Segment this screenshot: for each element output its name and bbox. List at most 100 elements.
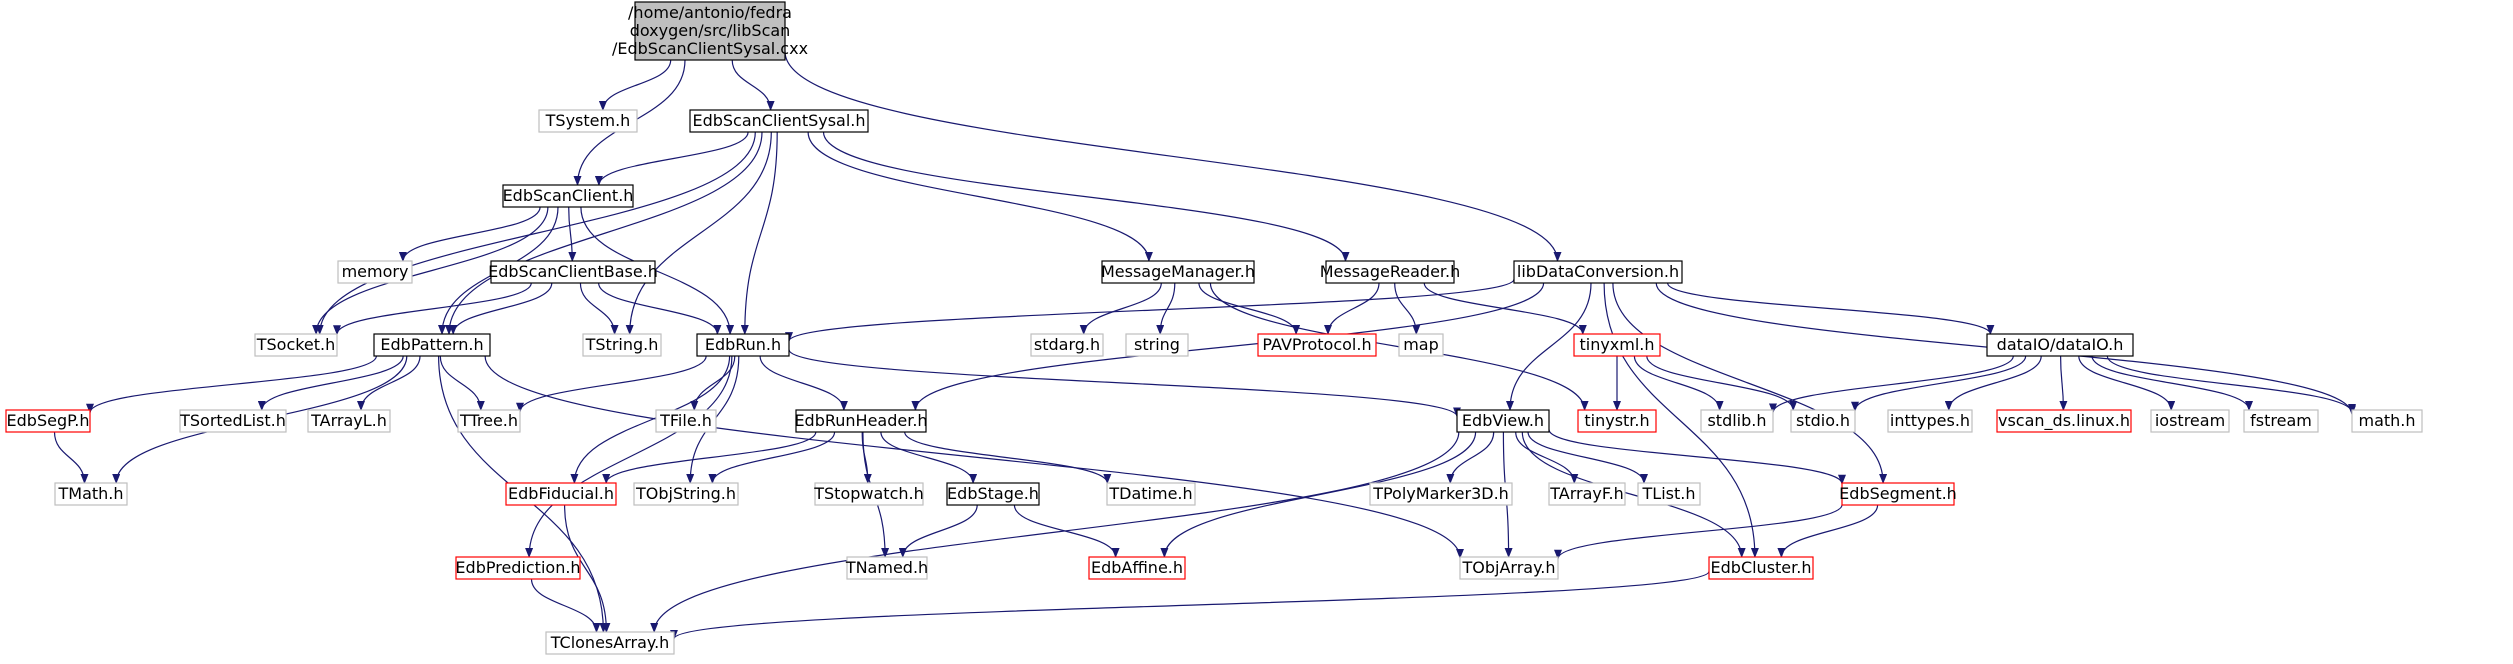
node-libDataConversion[interactable]: libDataConversion.h: [1513, 260, 1683, 284]
node-label-TSystem: TSystem.h: [545, 111, 631, 130]
edge-EdbScanClientSysal-to-EdbPattern: [445, 131, 763, 335]
edge-libDataConversion-to-EdbRun: [785, 278, 1515, 343]
node-EdbRun[interactable]: EdbRun.h: [696, 333, 790, 357]
node-root[interactable]: /home/antonio/fedradoxygen/src/libScan/E…: [612, 1, 808, 61]
node-box-TFile: [655, 409, 717, 433]
edge-EdbCluster-to-TClonesArray: [670, 570, 1710, 640]
node-label-EdbRunHeader: EdbRunHeader.h: [794, 411, 927, 430]
edge-EdbRunHeader-to-EdbFiducial: [602, 431, 817, 484]
node-PAVProtocol[interactable]: PAVProtocol.h: [1257, 333, 1377, 357]
node-EdbScanClient[interactable]: EdbScanClient.h: [502, 184, 634, 208]
edge-EdbPattern-to-TSortedList: [257, 355, 404, 411]
node-stdio: stdio.h: [1790, 409, 1856, 433]
edge-EdbRun-to-TTree: [516, 355, 707, 413]
node-label-stdio: stdio.h: [1796, 411, 1850, 430]
node-tinystr[interactable]: tinystr.h: [1577, 409, 1657, 433]
node-box-TArrayL: [307, 409, 391, 433]
node-box-EdbFiducial: [505, 482, 617, 506]
edge-EdbPattern-to-TTree: [439, 355, 485, 411]
edge-EdbFiducial-to-TClonesArray: [564, 504, 611, 633]
node-MessageReader[interactable]: MessageReader.h: [1320, 260, 1461, 284]
node-EdbAffine[interactable]: EdbAffine.h: [1088, 556, 1186, 580]
node-iostream: iostream: [2150, 409, 2230, 433]
edge-tinyxml-to-stdlib: [1633, 355, 1724, 411]
node-label-TClonesArray: TClonesArray.h: [550, 633, 670, 652]
node-box-EdbPattern: [373, 333, 491, 357]
node-box-root: [634, 1, 786, 61]
node-label-TDatime: TDatime.h: [1108, 484, 1192, 503]
edge-tinyxml-to-stdio: [1646, 355, 1798, 411]
node-label-memory: memory: [342, 262, 409, 281]
node-inttypes: inttypes.h: [1887, 409, 1973, 433]
edge-dataIO-to-fstream: [2091, 355, 2253, 411]
node-label-TArrayF: TArrayF.h: [1549, 484, 1623, 503]
node-box-TClonesArray: [545, 631, 675, 655]
node-TArrayL: TArrayL.h: [307, 409, 391, 433]
edge-EdbScanClientSysal-to-EdbScanClient: [594, 131, 749, 186]
node-box-stdlib: [1700, 409, 1774, 433]
node-vscan_ds[interactable]: vscan_ds.linux.h: [1996, 409, 2132, 433]
edge-EdbSegment-to-EdbCluster: [1777, 504, 1879, 558]
edge-EdbView-to-EdbCluster: [1521, 431, 1746, 558]
node-box-EdbStage: [946, 482, 1040, 506]
node-label-EdbSegP: EdbSegP.h: [7, 411, 90, 430]
node-EdbCluster[interactable]: EdbCluster.h: [1708, 556, 1814, 580]
node-fstream: fstream: [2243, 409, 2319, 433]
node-tinyxml[interactable]: tinyxml.h: [1573, 333, 1661, 357]
node-EdbRunHeader[interactable]: EdbRunHeader.h: [794, 409, 928, 433]
node-box-TSocket: [254, 333, 338, 357]
node-label-EdbRun: EdbRun.h: [705, 335, 781, 354]
node-EdbSegment[interactable]: EdbSegment.h: [1839, 482, 1957, 506]
edge-dataIO-to-inttypes: [1944, 355, 2042, 411]
edge-dataIO-to-math: [2106, 355, 2356, 414]
node-label-TObjString: TObjString.h: [635, 484, 736, 503]
node-label-EdbScanClientBase: EdbScanClientBase.h: [488, 262, 658, 281]
edge-layer: [53, 51, 2356, 640]
node-label-TSortedList: TSortedList.h: [179, 411, 286, 430]
edge-EdbRun-to-TFile: [690, 355, 736, 411]
edge-root-to-TSystem: [598, 59, 672, 111]
node-TList: TList.h: [1637, 482, 1701, 506]
node-dataIO[interactable]: dataIO/dataIO.h: [1986, 333, 2134, 357]
edge-MessageManager-to-tinystr: [1209, 282, 1589, 411]
node-TClonesArray: TClonesArray.h: [545, 631, 675, 655]
node-label-inttypes: inttypes.h: [1890, 411, 1970, 430]
node-EdbPrediction[interactable]: EdbPrediction.h: [455, 556, 581, 580]
edge-EdbRun-to-EdbView: [788, 349, 1461, 418]
node-label-root: /home/antonio/fedra: [628, 3, 792, 22]
node-MessageManager[interactable]: MessageManager.h: [1101, 260, 1255, 284]
node-box-EdbView: [1456, 409, 1550, 433]
node-box-TArrayF: [1548, 482, 1626, 506]
node-label-TArrayL: TArrayL.h: [310, 411, 387, 430]
edge-EdbSegment-to-TObjArray: [1554, 504, 1843, 560]
node-label-string: string: [1134, 335, 1180, 354]
node-TArrayF: TArrayF.h: [1548, 482, 1626, 506]
node-label-stdlib: stdlib.h: [1707, 411, 1766, 430]
node-TTree: TTree.h: [457, 409, 521, 433]
edge-EdbView-to-TPolyMarker3D: [1446, 431, 1495, 484]
node-EdbView[interactable]: EdbView.h: [1456, 409, 1550, 433]
node-label-root: doxygen/src/libScan: [630, 21, 791, 40]
node-box-EdbRunHeader: [795, 409, 927, 433]
edge-EdbScanClientSysal-to-MessageReader: [822, 131, 1350, 262]
node-box-stdio: [1790, 409, 1856, 433]
node-label-EdbScanClient: EdbScanClient.h: [503, 186, 634, 205]
node-EdbFiducial[interactable]: EdbFiducial.h: [505, 482, 617, 506]
node-box-EdbRun: [696, 333, 790, 357]
node-box-EdbScanClientSysal: [689, 109, 869, 133]
edge-root-to-EdbScanClientSysal: [731, 59, 775, 111]
node-EdbSegP[interactable]: EdbSegP.h: [5, 409, 91, 433]
node-box-libDataConversion: [1513, 260, 1683, 284]
node-box-tinyxml: [1573, 333, 1661, 357]
node-box-TMath: [54, 482, 128, 506]
node-box-fstream: [2243, 409, 2319, 433]
node-EdbScanClientSysal[interactable]: EdbScanClientSysal.h: [689, 109, 869, 133]
edge-EdbRun-to-EdbPrediction: [525, 355, 733, 558]
edge-EdbView-to-TClonesArray: [650, 431, 1460, 633]
node-EdbPattern[interactable]: EdbPattern.h: [373, 333, 491, 357]
node-box-TStopwatch: [814, 482, 924, 506]
node-EdbScanClientBase[interactable]: EdbScanClientBase.h: [488, 260, 658, 284]
node-EdbStage[interactable]: EdbStage.h: [946, 482, 1040, 506]
node-label-EdbPattern: EdbPattern.h: [380, 335, 483, 354]
node-math: math.h: [2351, 409, 2423, 433]
